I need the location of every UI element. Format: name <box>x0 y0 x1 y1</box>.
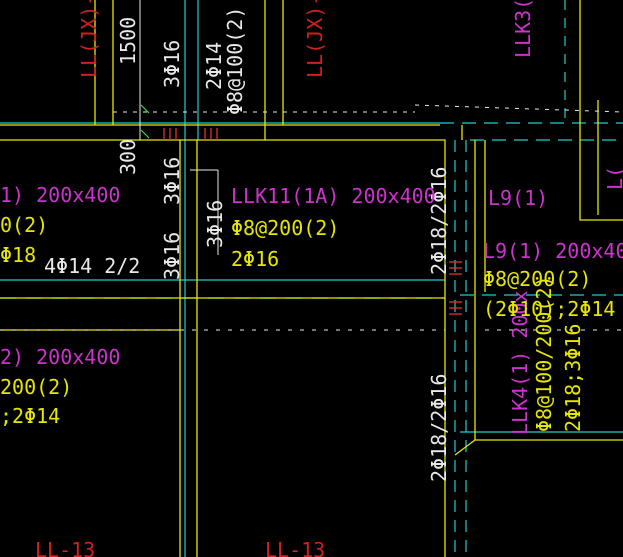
rebar-text-llk4-stirrup[interactable]: Φ8@100/200(2) <box>532 275 556 432</box>
dim-line-right-dotted <box>414 104 623 113</box>
rebar-text-left2-bars[interactable]: ;2Φ14 <box>0 404 60 428</box>
wall-edge-top-right <box>579 0 623 221</box>
section-label-ll-jx-mid[interactable]: LL(JX)- <box>303 0 327 78</box>
rebar-text-llk4-bars[interactable]: 2Φ18;3Φ16 <box>561 324 585 432</box>
wall-edge-upper <box>0 139 446 557</box>
beam-label-left[interactable]: 1) 200x400 <box>0 183 120 207</box>
beam-label-llk11[interactable]: LLK11(1A) 200x400 <box>231 184 436 208</box>
beam-label-llk3[interactable]: LLK3( <box>511 0 535 58</box>
rebar-text-l9-stirrup[interactable]: Φ8@200(2) <box>483 267 591 291</box>
dim-tick-1 <box>140 104 150 114</box>
rebar-text-llk11-bottom[interactable]: 2Φ16 <box>231 247 279 271</box>
rebar-text-phi8-100[interactable]: Φ8@100(2) <box>223 7 247 115</box>
dim-tick-marks <box>140 104 150 139</box>
rebar-text-llk11-stirrup[interactable]: Φ8@200(2) <box>231 216 339 240</box>
rebar-text-left2-stirrup[interactable]: 200(2) <box>0 375 72 399</box>
beam-label-llk4[interactable]: LLK4(1) 200x <box>508 291 532 436</box>
beam-label-l9-short[interactable]: L9(1) <box>488 186 548 210</box>
rebar-text-left-phi18[interactable]: Φ18 <box>0 243 36 267</box>
section-mark-ll13-left[interactable]: LL-13 <box>35 538 95 557</box>
rebar-text-l9-bars[interactable]: (2Φ10);2Φ14 <box>483 297 615 321</box>
dimension-lines <box>0 0 623 331</box>
hatch-marks <box>163 128 462 315</box>
section-mark-ll13-mid[interactable]: LL-13 <box>265 538 325 557</box>
rebar-text-left-stirrup[interactable]: 0(2) <box>0 213 48 237</box>
rebar-text-3phi16-top[interactable]: 3Φ16 <box>160 40 184 88</box>
section-label-ll-jx-left[interactable]: LL(JX)- <box>77 0 101 78</box>
beam-label-left-2[interactable]: 2) 200x400 <box>0 345 120 369</box>
rebar-text-3phi16-side[interactable]: 3Φ16 <box>203 200 227 248</box>
rebar-text-2phi14-top[interactable]: 2Φ14 <box>202 42 226 90</box>
dimension-text-300[interactable]: 300 <box>116 139 140 175</box>
rebar-text-col-bottom[interactable]: 2Φ18/2Φ16 <box>427 374 451 482</box>
beam-label-l9[interactable]: L9(1) 200x400 <box>483 239 623 263</box>
beam-label-right-partial[interactable]: L( <box>603 166 623 190</box>
dim-tick-2 <box>140 129 150 139</box>
rebar-text-3phi16-mid[interactable]: 3Φ16 <box>160 157 184 205</box>
rebar-text-left-4phi14[interactable]: 4Φ14 2/2 <box>44 254 140 278</box>
rebar-text-col-top[interactable]: 2Φ18/2Φ16 <box>427 167 451 275</box>
wall-edge-diagonal <box>454 439 476 456</box>
dimension-text-1500[interactable]: 1500 <box>116 17 140 65</box>
rebar-text-3phi16-low[interactable]: 3Φ16 <box>160 232 184 280</box>
